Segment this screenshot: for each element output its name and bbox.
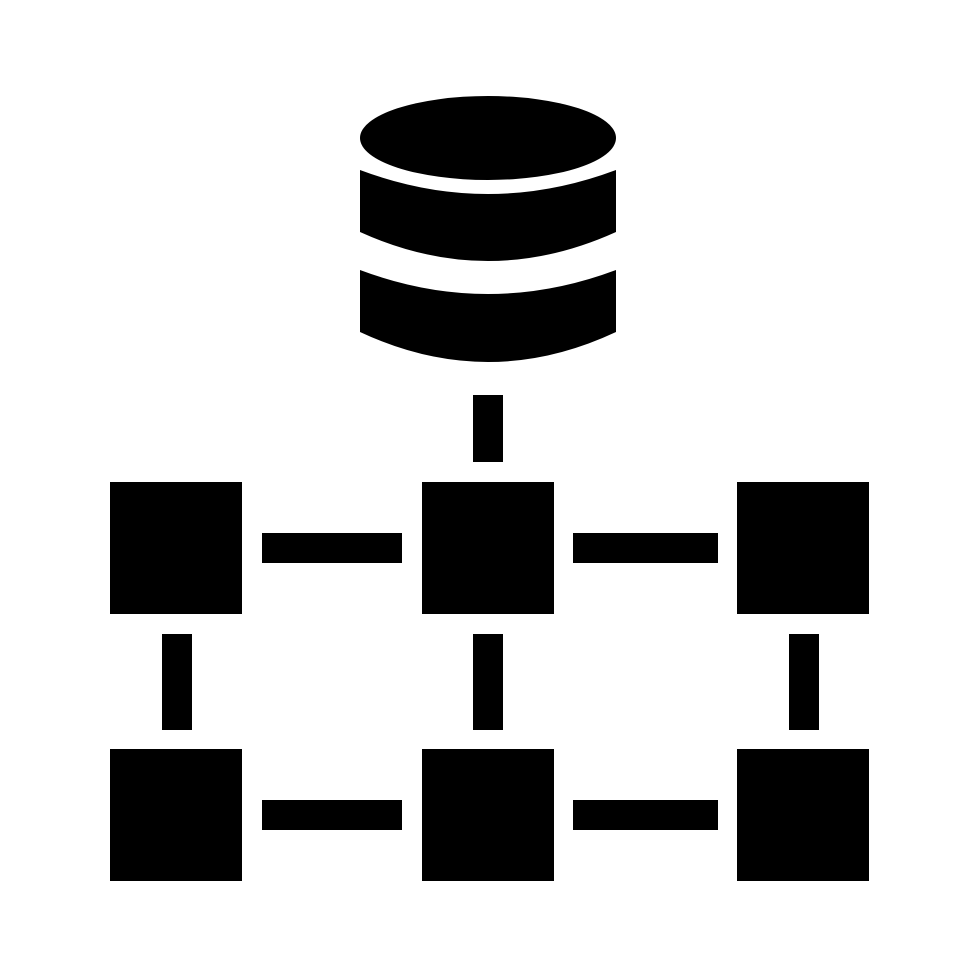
connector-bottom-left [262, 800, 402, 830]
node-top-left [110, 482, 242, 614]
connector-vertical-right [789, 634, 819, 730]
database-connector [473, 395, 503, 462]
node-bottom-right [737, 749, 869, 881]
connector-vertical-center [473, 634, 503, 730]
database-middle-band [360, 170, 616, 261]
node-bottom-left [110, 749, 242, 881]
connector-vertical-left [162, 634, 192, 730]
database-icon [360, 96, 616, 362]
node-bottom-center [422, 749, 554, 881]
connector-bottom-right [573, 800, 718, 830]
database-bottom-band [360, 270, 616, 362]
node-top-center [422, 482, 554, 614]
connector-top-left [262, 533, 402, 563]
database-top-cap [360, 96, 616, 180]
connector-top-right [573, 533, 718, 563]
node-top-right [737, 482, 869, 614]
